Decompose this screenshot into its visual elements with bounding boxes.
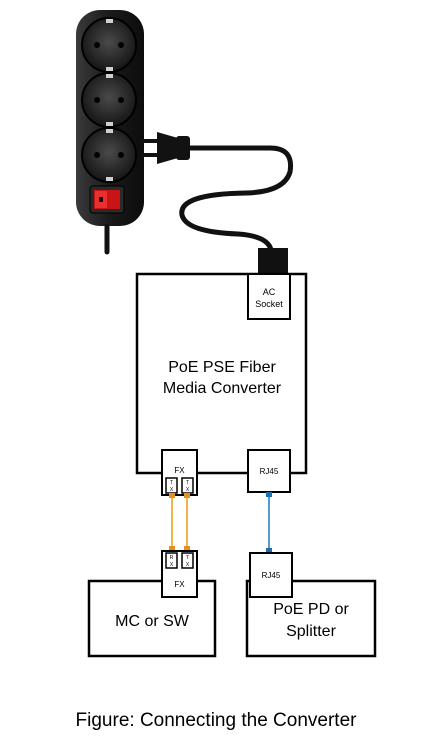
ac-plug-connector — [258, 248, 288, 274]
figure-caption: Figure: Connecting the Converter — [76, 710, 358, 731]
power-plug-icon — [141, 132, 190, 164]
converter-title-line1: PoE PSE Fiber — [168, 359, 276, 376]
rx-connector-right — [181, 552, 194, 569]
power-switch-icon — [89, 185, 125, 214]
fx-port-bottom-label: FX — [174, 580, 185, 589]
tx-left-mark-1: T — [170, 480, 173, 486]
rx-left-mark-2: X — [170, 562, 174, 568]
outlet-2-icon — [81, 72, 137, 128]
mc-sw-label: MC or SW — [115, 613, 190, 630]
power-cable — [179, 145, 294, 253]
rx-right-mark-1: T — [186, 555, 189, 561]
rx-connector-left — [165, 552, 178, 569]
rx-left-mark-1: R — [170, 555, 174, 561]
fiber-cables — [169, 493, 190, 551]
rj45-port-top-label: RJ45 — [260, 467, 279, 476]
power-strip-icon — [76, 10, 144, 255]
tx-left-mark-2: X — [170, 487, 174, 493]
converter-title-line2: Media Converter — [163, 380, 282, 397]
pd-splitter-label-line2: Splitter — [286, 623, 336, 640]
rj45-port-bottom-label: RJ45 — [262, 571, 281, 580]
pd-splitter-label-line1: PoE PD or — [273, 601, 349, 618]
ac-socket-box — [247, 273, 291, 320]
rj45-port-bottom — [249, 552, 293, 598]
ac-socket-label-line2: Socket — [255, 299, 283, 309]
tx-right-mark-1: T — [186, 480, 189, 486]
outlet-1-icon — [81, 17, 137, 73]
ac-socket-label-line1: AC — [263, 287, 276, 297]
fx-port-top-label: FX — [174, 466, 185, 475]
rj45-port-top — [247, 449, 291, 493]
rx-right-mark-2: X — [186, 562, 190, 568]
outlet-3-icon — [81, 127, 137, 183]
ethernet-cable — [266, 492, 272, 553]
tx-right-mark-2: X — [186, 487, 190, 493]
